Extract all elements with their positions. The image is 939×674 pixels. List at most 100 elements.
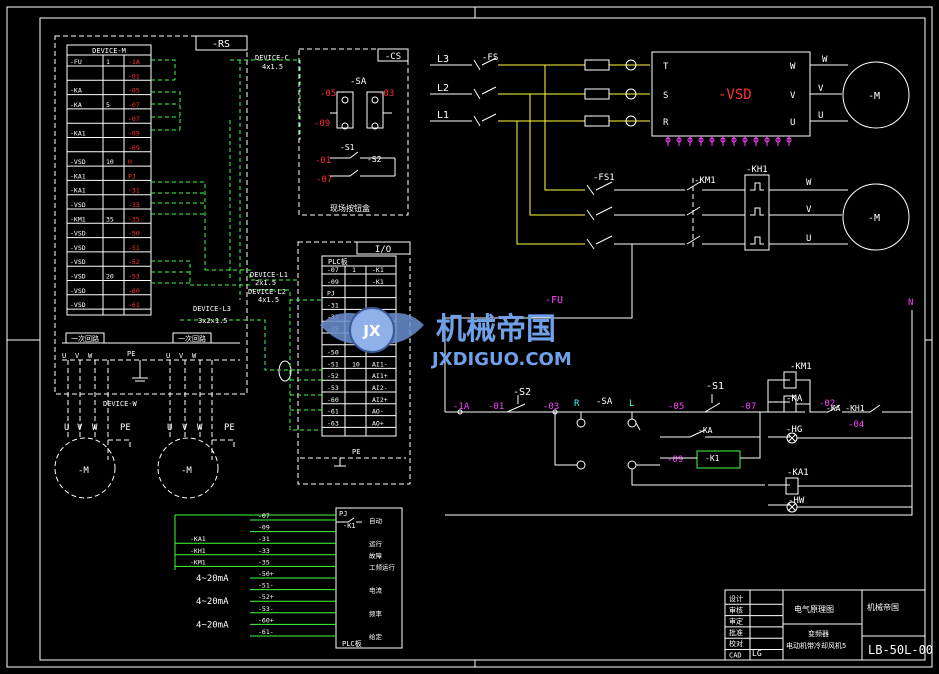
cable-l1-label: DEVICE-L1 [250, 271, 288, 279]
rs-row-name: -FU [70, 58, 82, 66]
tb-row-label: CAD [729, 652, 742, 660]
rs-row-tag: H [128, 158, 132, 166]
rs-row-name: -VSD [70, 201, 86, 209]
plc-row-desc: 频率 [369, 609, 383, 618]
ctl-hg-lamp: -HG [786, 425, 802, 435]
plc-row-label: -KH1 [190, 547, 206, 555]
io-row-tag: -09 [327, 278, 339, 286]
ctl-tag-01: -01 [488, 402, 504, 412]
io-row-tag: -51 [327, 360, 339, 368]
rs-row-tag: -51 [128, 244, 140, 252]
tb-title1: 电气原理图 [794, 604, 834, 614]
main-motor-label: -M [868, 91, 880, 102]
tb-cad-value: LG [752, 649, 762, 658]
m1-term-v: V [77, 423, 83, 433]
power-circuit: L3 L2 L1 -FS -VSD T S R W V U W V U -M [430, 51, 913, 516]
m2-term-w: W [197, 423, 203, 433]
ctl-ka1-coil: -KA1 [787, 468, 809, 478]
motor-2 [157, 437, 219, 499]
ctl-sa-label: -SA [596, 397, 613, 407]
cs-tag-07: -07 [316, 175, 332, 185]
tb-row-label: 审核 [729, 605, 743, 614]
io-row-tag: -53 [327, 384, 339, 392]
io-row-tag: -31 [327, 301, 339, 309]
cs-caption: 现场按钮盒 [330, 203, 370, 213]
phase-l1: L1 [437, 110, 449, 121]
cable-l2-spec: 4x1.5 [258, 296, 279, 304]
device-w-label: DEVICE-W [103, 400, 138, 408]
plc-row-desc: 自动 [369, 516, 383, 525]
rs-terminal-letter: V [179, 352, 184, 360]
mo2-v: V [806, 205, 812, 215]
ctl-tag-05: -05 [668, 402, 684, 412]
cs-sa-label: -SA [350, 77, 367, 87]
ctl-km1-coil: -KM1 [790, 362, 812, 372]
phase-l2: L2 [437, 83, 449, 94]
cs-box: -CS -SA -05 -03 -09 -01 -07 -S1 -S2 现场按钮… [298, 48, 409, 216]
fan-motor-label: -M [868, 213, 880, 224]
rs-row-name: -KA1 [70, 187, 86, 195]
mo2-w: W [806, 178, 812, 188]
cable-l3-spec: 3x2x1.5 [198, 317, 228, 325]
rs-row-terminal: 20 [106, 273, 114, 281]
ctl-r-label: R [574, 399, 580, 409]
cs-s1-label: -S1 [340, 143, 355, 152]
mo1-v: V [818, 84, 824, 94]
vsd-out-w: W [790, 62, 796, 72]
plc-row-tag: -52+ [258, 593, 274, 601]
plc-row-label: 4~20mA [196, 597, 229, 607]
rs-row-tag: -35 [128, 215, 140, 223]
plc-row-tag: -31 [258, 535, 270, 543]
mo1-u: U [818, 111, 823, 121]
tb-title2: 变频器 [808, 629, 829, 638]
rs-terminal-letter: W [88, 352, 93, 360]
vsd-in-r: R [663, 118, 669, 128]
ctl-k1-label: -K1 [705, 454, 720, 463]
m1-term-w: W [92, 423, 98, 433]
rs-row-terminal: 35 [106, 215, 114, 223]
io-row-tag: -60 [327, 396, 339, 404]
green-cables [151, 59, 322, 431]
rs-row-terminal: 5 [106, 101, 110, 109]
plc-row-tag: -51- [258, 582, 274, 590]
ctl-tag-02: -02 [819, 399, 835, 409]
rs-row-tag: -61 [128, 301, 140, 309]
io-row-signal: AI2- [372, 384, 388, 392]
outer-border [6, 6, 933, 668]
rs-row-name: -VSD [70, 258, 86, 266]
io-row-tag: PJ [327, 290, 335, 298]
ctl-s1-label: -S1 [706, 381, 724, 392]
phase-l3: L3 [437, 54, 449, 65]
watermark-logo [349, 307, 395, 353]
tb-title3: 电动机带冷却风机5 [786, 641, 846, 650]
ctl-l-label: L [629, 399, 634, 409]
vsd-label: -VSD [718, 87, 752, 103]
io-box-title: I/O [375, 245, 391, 255]
rs-row-tag: -07 [128, 101, 140, 109]
ctl-tag-1a: -1A [453, 402, 470, 412]
ctl-hw-lamp: -HW [788, 496, 805, 506]
kh1-label: -KH1 [746, 165, 768, 175]
rs-row-tag: -33 [128, 201, 140, 209]
motor-2-label: -M [181, 466, 192, 476]
ctl-s2-label: -S2 [513, 387, 531, 398]
io-row-tag: -52 [327, 372, 339, 380]
rs-row-tag: -31 [128, 187, 140, 195]
io-row-num: 1 [352, 266, 356, 274]
plc-row-tag: -60+ [258, 616, 274, 624]
rs-row-tag: -07 [128, 115, 140, 123]
rs-row-name: -KA1 [70, 130, 86, 138]
plc-k1: -K1 [343, 522, 356, 530]
io-row-tag: -63 [327, 419, 339, 427]
rs-row-name: -VSD [70, 301, 86, 309]
n-label: N [908, 298, 913, 308]
plc-row-desc: 工频运行 [369, 562, 396, 571]
vsd-in-s: S [663, 91, 668, 101]
rs-terminal-letter: V [75, 352, 80, 360]
rs-row-name: -VSD [70, 244, 86, 252]
rs-row-tag: PJ [128, 172, 136, 180]
rs-panel-title: -RS [212, 39, 230, 50]
plc-row-tag: -35 [258, 558, 270, 566]
rs-row-tag: -1A [128, 58, 140, 66]
tb-row-label: 校对 [729, 639, 743, 648]
